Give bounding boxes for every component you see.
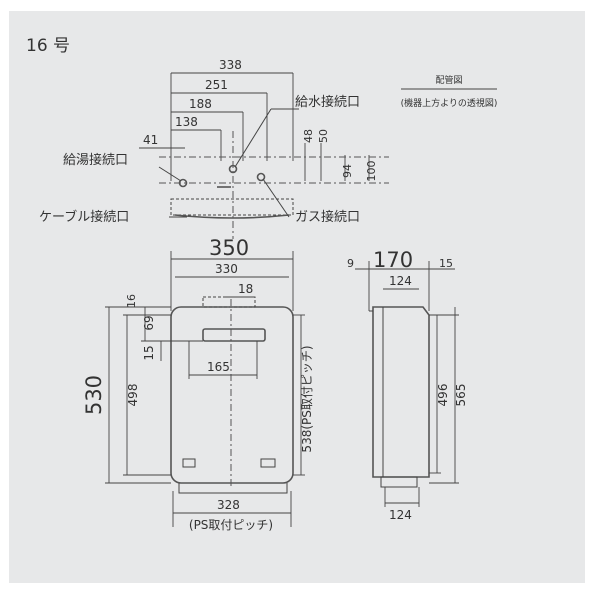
dim-170: 170 bbox=[373, 248, 413, 272]
dim-165: 165 bbox=[207, 360, 230, 374]
water-in-port bbox=[228, 164, 238, 174]
hot-water-port bbox=[178, 178, 188, 188]
front-display bbox=[202, 328, 266, 342]
note-title: 配管図 bbox=[435, 74, 462, 86]
pitch-note: (PS取付ピッチ) bbox=[189, 518, 273, 532]
label-water-in: 給水接続口 bbox=[295, 94, 360, 110]
dim-41: 41 bbox=[143, 133, 158, 147]
gas-port bbox=[256, 172, 266, 182]
note-subtitle: (機器上方よりの透視図) bbox=[401, 97, 498, 109]
drawing-sheet: 16 号 338 251 188 138 41 48 50 94 100 bbox=[9, 11, 585, 583]
dim-48: 48 bbox=[302, 129, 315, 143]
dim-188: 188 bbox=[189, 97, 212, 111]
model-label: 16 号 bbox=[26, 36, 70, 56]
dim-538: 538(PS取付ピッチ) bbox=[300, 345, 314, 452]
side-view: 9 170 15 124 496 565 124 bbox=[347, 248, 468, 522]
dim-15: 15 bbox=[439, 257, 453, 270]
dim-15: 15 bbox=[142, 345, 156, 360]
dim-565: 565 bbox=[454, 384, 468, 407]
dim-16: 16 bbox=[125, 294, 138, 308]
dimension-drawing: 16 号 338 251 188 138 41 48 50 94 100 bbox=[26, 36, 497, 532]
label-gas: ガス接続口 bbox=[295, 209, 360, 225]
label-hot-water: 給湯接続口 bbox=[63, 152, 128, 168]
dim-9: 9 bbox=[347, 257, 354, 270]
dim-496: 496 bbox=[436, 384, 450, 407]
dim-498: 498 bbox=[126, 384, 140, 407]
top-view: 338 251 188 138 41 48 50 94 100 給水接続口 給 bbox=[39, 58, 497, 239]
dim-530: 530 bbox=[82, 375, 106, 415]
dim-94: 94 bbox=[341, 164, 354, 178]
dim-18: 18 bbox=[238, 282, 253, 296]
side-body bbox=[372, 306, 430, 478]
label-cable: ケーブル接続口 bbox=[39, 209, 129, 225]
dim-124-top: 124 bbox=[389, 274, 412, 288]
dim-69: 69 bbox=[142, 315, 156, 330]
dim-50: 50 bbox=[317, 129, 330, 143]
dim-350: 350 bbox=[209, 236, 249, 260]
front-body bbox=[170, 306, 294, 484]
dim-330: 330 bbox=[215, 262, 238, 276]
dim-251: 251 bbox=[205, 78, 228, 92]
front-view: 350 330 18 530 498 16 69 15 165 bbox=[82, 236, 314, 532]
dim-138: 138 bbox=[175, 115, 198, 129]
dim-124-bottom: 124 bbox=[389, 508, 412, 522]
dim-338: 338 bbox=[219, 58, 242, 72]
dim-100: 100 bbox=[365, 161, 378, 182]
dim-328: 328 bbox=[217, 498, 240, 512]
